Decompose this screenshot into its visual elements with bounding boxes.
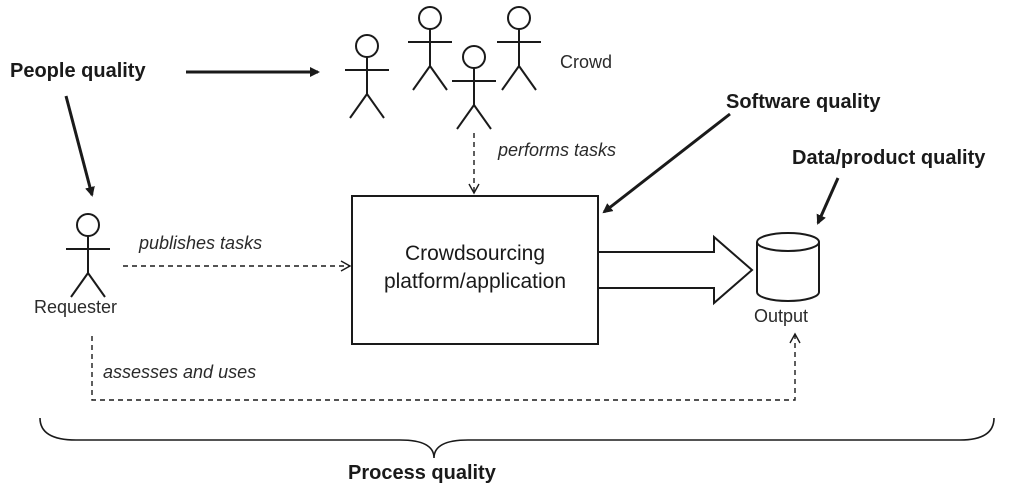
people-quality-label: People quality: [10, 60, 146, 82]
platform-label-line-2: platform/application: [383, 270, 567, 293]
platform-to-output-arrow: [599, 234, 754, 306]
platform-box: [351, 195, 599, 345]
publishes-tasks-label: publishes tasks: [139, 233, 263, 253]
data-quality-arrow: [816, 177, 840, 225]
people-quality-to-requester-arrow: [64, 95, 95, 197]
platform-label: Crowdsourcing platform/application: [352, 240, 598, 296]
platform-label-line-1: Crowdsourcing: [404, 242, 546, 265]
crowd-person-icon-3: [451, 45, 497, 130]
crowd-person-icon-2: [407, 6, 453, 91]
requester-label: Requester: [34, 297, 118, 317]
software-quality-label: Software quality: [726, 91, 881, 113]
data-product-quality-label: Data/product quality: [792, 147, 986, 169]
process-quality-brace: [39, 417, 995, 459]
process-quality-label: Process quality: [348, 462, 496, 484]
assesses-and-uses-arrow: [91, 332, 801, 401]
crowd-person-icon-4: [496, 6, 542, 91]
crowd-label: Crowd: [560, 52, 613, 72]
software-quality-arrow: [602, 112, 731, 214]
performs-tasks-label: performs tasks: [498, 140, 617, 160]
output-database-icon: [756, 232, 820, 302]
crowd-person-icon-1: [344, 34, 390, 119]
requester-person-icon: [65, 213, 111, 298]
assesses-and-uses-label: assesses and uses: [103, 362, 257, 382]
output-label: Output: [754, 306, 809, 326]
